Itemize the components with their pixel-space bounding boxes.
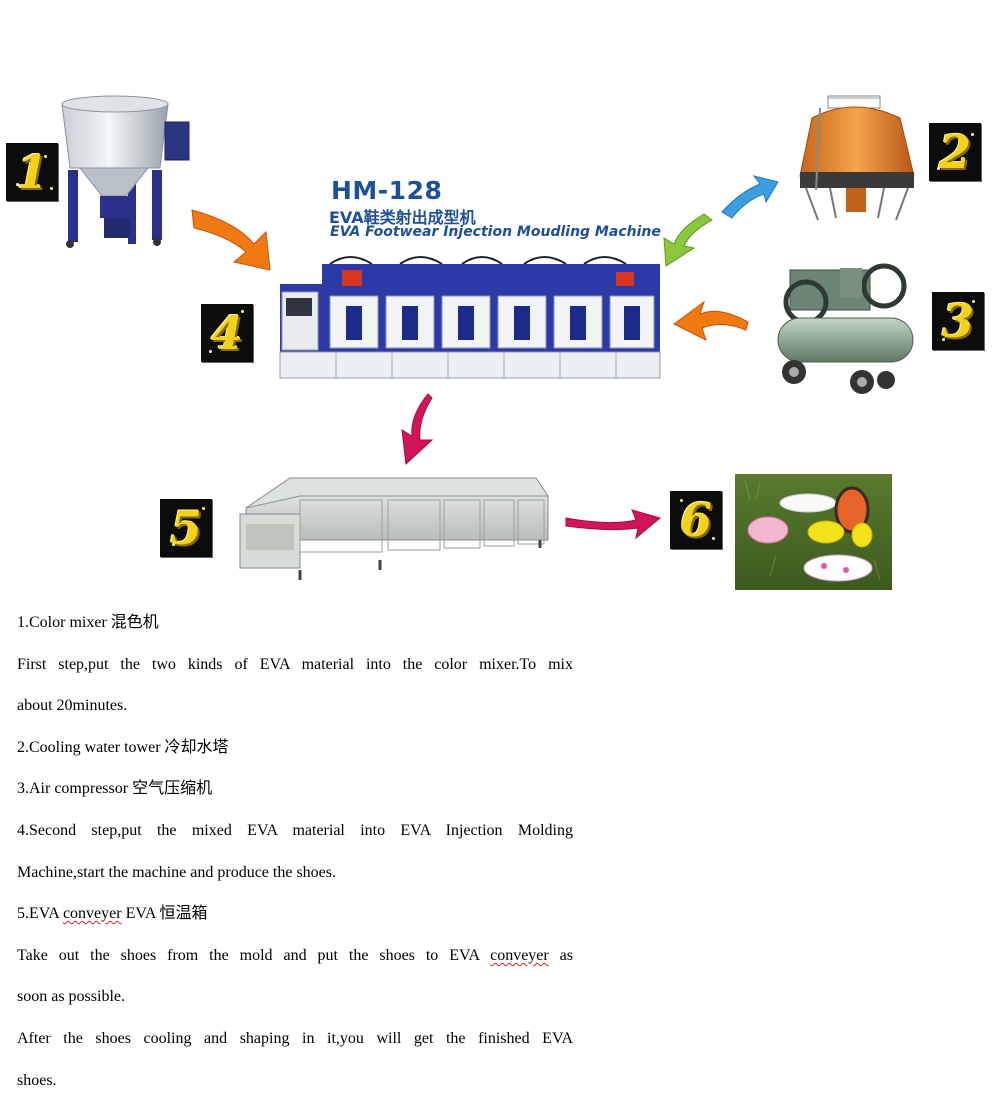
badge-6: 6 xyxy=(670,491,722,549)
color-mixer-image xyxy=(61,95,190,248)
badge-5: 5 xyxy=(160,499,212,557)
arrow-3-to-4 xyxy=(673,300,749,341)
step-6-description: After the shoes cooling and shaping in i… xyxy=(17,1029,573,1047)
cooling-tower-image xyxy=(799,95,915,221)
step-5-heading: 5.EVA conveyer EVA 恒温箱 xyxy=(17,897,573,939)
step-4-description: 4.Second step,put the mixed EVA material… xyxy=(17,821,573,839)
arrow-4-to-5 xyxy=(401,393,434,466)
step-5-prefix: 5.EVA xyxy=(17,905,63,923)
conveyer-word-2: conveyer xyxy=(490,946,549,964)
process-description: 1.Color mixer 混色机 First step,put the two… xyxy=(17,606,573,1105)
process-illustrations xyxy=(61,95,915,590)
step-2-heading: 2.Cooling water tower 冷却水塔 xyxy=(17,738,229,756)
badge-1-number: 1 xyxy=(15,145,48,199)
badge-5-number: 5 xyxy=(169,501,202,555)
arrow-1-to-4 xyxy=(191,209,271,271)
badge-1: 1 xyxy=(6,143,58,201)
finished-shoes-image xyxy=(735,474,892,590)
step-3-heading: 3.Air compressor 空气压缩机 xyxy=(17,780,213,798)
step-5-desc-a: Take out the shoes from the mold and put… xyxy=(17,946,491,964)
conveyer-word: conveyer xyxy=(62,905,122,923)
badge-2-number: 2 xyxy=(938,125,971,179)
air-compressor-image xyxy=(777,263,914,394)
step-5-description: Take out the shoes from the mold and put… xyxy=(17,939,573,981)
machine-model: HM-128 xyxy=(331,176,443,205)
badge-2: 2 xyxy=(929,123,981,181)
step-1-description: First step,put the two kinds of EVA mate… xyxy=(17,655,573,673)
injection-machine-image xyxy=(279,256,661,379)
step-5-suffix: EVA 恒温箱 xyxy=(121,905,208,923)
arrow-5-to-6 xyxy=(565,509,662,540)
step-6-description-cont: shoes. xyxy=(17,1071,57,1089)
arrow-4-to-2 xyxy=(721,175,779,219)
badge-6-number: 6 xyxy=(679,493,712,547)
badge-4-number: 4 xyxy=(210,306,243,360)
step-1-description-cont: about 20minutes. xyxy=(17,697,128,715)
machine-title-cn: EVA鞋类射出成型机 xyxy=(329,208,476,227)
step-1-heading: 1.Color mixer 混色机 xyxy=(17,614,159,631)
machine-title-en: EVA Footwear Injection Moudling Machine xyxy=(330,224,661,240)
badge-3-number: 3 xyxy=(941,294,974,348)
step-5-desc-c: as xyxy=(548,946,573,964)
arrow-2-to-4 xyxy=(663,213,713,267)
badge-3: 3 xyxy=(932,292,984,350)
step-4-description-cont: Machine,start the machine and produce th… xyxy=(17,863,336,881)
badge-4: 4 xyxy=(201,304,253,362)
step-5-description-cont: soon as possible. xyxy=(17,988,125,1006)
eva-conveyer-image xyxy=(239,477,549,580)
